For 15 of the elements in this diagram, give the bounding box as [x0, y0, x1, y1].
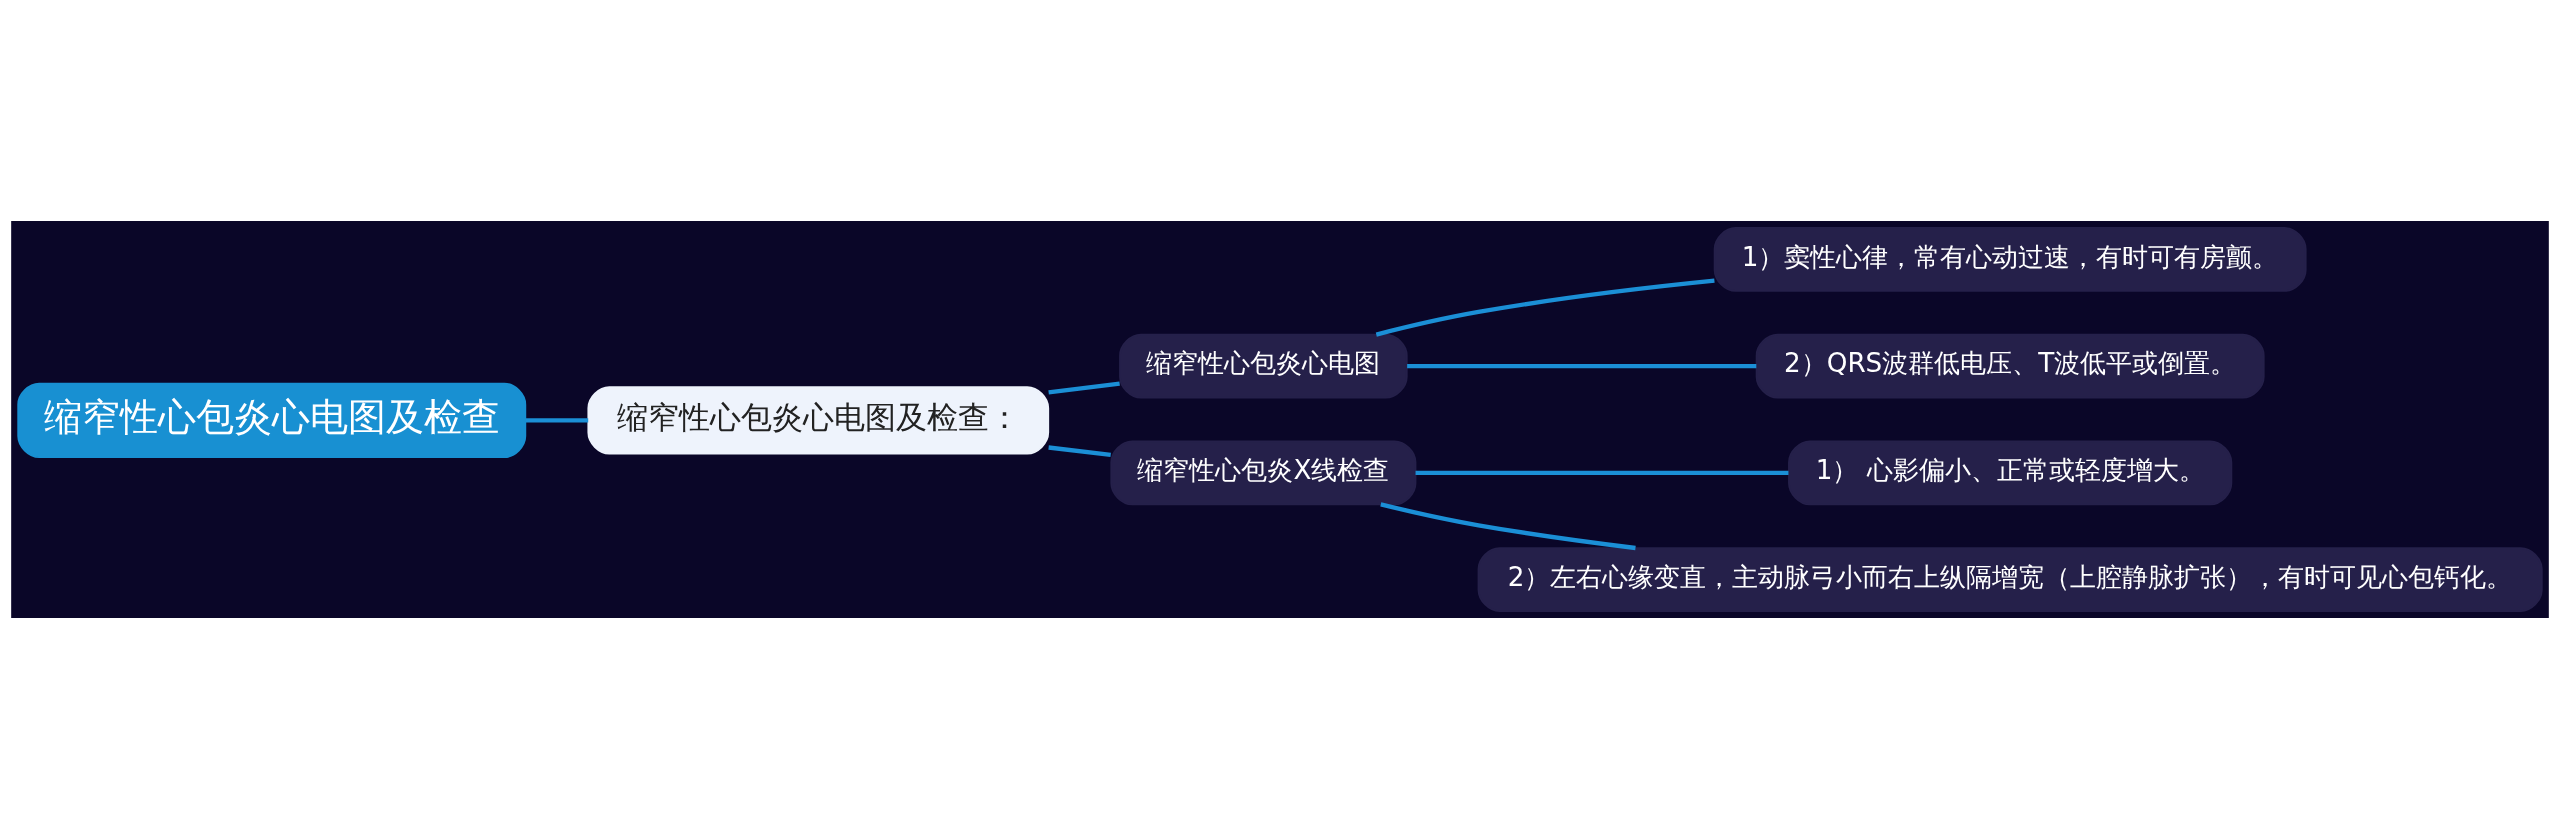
connector — [1048, 445, 1111, 458]
node-box: 1） 心影偏小、正常或轻度增大。 — [1788, 440, 2233, 506]
connector — [1407, 363, 1757, 369]
node-box: 缩窄性心包炎心电图及检查 — [17, 382, 527, 458]
node-box: 2）左右心缘变直，主动脉弓小而右上纵隔增宽（上腔静脉扩张），有时可见心包钙化。 — [1477, 547, 2543, 612]
node-box: 缩窄性心包炎心电图及检查： — [587, 386, 1050, 455]
connector — [1380, 502, 1636, 551]
connector — [1048, 381, 1120, 395]
node-box: 2）QRS波群低电压、T波低平或倒置。 — [1755, 333, 2265, 399]
connector — [1375, 278, 1715, 337]
node-box: 缩窄性心包炎X线检查 — [1110, 440, 1417, 506]
connector — [525, 418, 589, 423]
node-box: 1）窦性心律，常有心动过速，有时可有房颤。 — [1713, 227, 2307, 292]
node-box: 缩窄性心包炎心电图 — [1119, 333, 1408, 399]
connector — [1415, 470, 1789, 476]
